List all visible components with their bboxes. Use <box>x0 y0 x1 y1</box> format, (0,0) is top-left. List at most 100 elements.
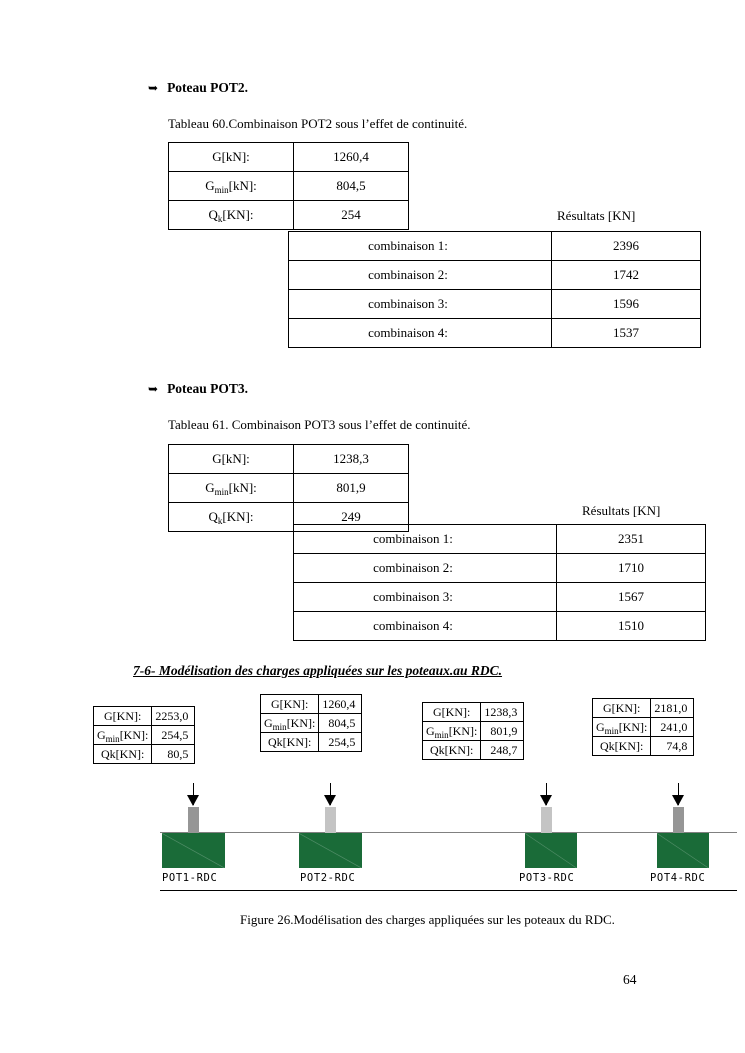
column-label-pot1: POT1-RDC <box>162 872 218 884</box>
column-block-pot1 <box>162 833 225 868</box>
combination-value: 2351 <box>556 524 706 554</box>
bullet-arrow-icon: ➥ <box>148 81 159 95</box>
load-arrow-head-pot4 <box>672 795 684 806</box>
table-row: combinaison 3: 1596 <box>288 289 701 319</box>
heading-label: Poteau POT2. <box>167 80 249 95</box>
mini-key-gmin: Gmin[KN]: <box>591 717 652 737</box>
heading-poteau-pot2: ➥ Poteau POT2. <box>148 80 248 96</box>
param-value-gmin: 804,5 <box>293 171 409 201</box>
table-row: Gmin[KN]: 241,0 <box>591 717 695 737</box>
table-row: combinaison 3: 1567 <box>293 582 706 612</box>
load-arrow-shaft-pot4 <box>678 783 679 805</box>
combination-value: 1537 <box>551 318 701 348</box>
bullet-arrow-icon: ➥ <box>148 382 159 396</box>
params-table-pot3: G[kN]: 1238,3 Gmin[kN]: 801,9 Qk[KN]: 24… <box>168 444 409 532</box>
load-bar-pot3 <box>541 807 552 833</box>
column-hatch-icon <box>299 833 362 868</box>
table-row: combinaison 1: 2351 <box>293 524 706 554</box>
combination-label: combinaison 1: <box>293 524 557 554</box>
mini-key-qk: Qk[KN]: <box>591 736 652 756</box>
param-value-qk: 254 <box>293 200 409 230</box>
section-title-7-6: 7-6- Modélisation des charges appliquées… <box>133 663 503 678</box>
mini-key-g: G[KN]: <box>259 694 320 714</box>
load-bar-pot1 <box>188 807 199 833</box>
param-key-g: G[kN]: <box>168 444 294 474</box>
results-label-pot3: Résultats [KN] <box>582 503 661 518</box>
table-row: Gmin[KN]: 254,5 <box>92 725 196 745</box>
table-row: combinaison 2: 1742 <box>288 260 701 290</box>
param-key-gmin: Gmin[kN]: <box>168 473 294 503</box>
mini-value-qk: 74,8 <box>650 736 695 756</box>
combinations-table-pot3: combinaison 1: 2351 combinaison 2: 1710 … <box>293 524 706 641</box>
mini-key-gmin: Gmin[KN]: <box>421 721 482 741</box>
load-bar-pot4 <box>673 807 684 833</box>
mini-value-gmin: 804,5 <box>318 713 363 733</box>
table-row: Qk[KN]: 254 <box>168 200 409 230</box>
column-block-pot3 <box>525 833 577 868</box>
table-row: Gmin[kN]: 804,5 <box>168 171 409 201</box>
column-block-pot4 <box>657 833 709 868</box>
column-label-pot4: POT4-RDC <box>650 872 706 884</box>
load-arrow-shaft-pot2 <box>330 783 331 805</box>
load-arrow-head-pot3 <box>540 795 552 806</box>
param-key-qk: Qk[KN]: <box>168 200 294 230</box>
table-row: G[kN]: 1260,4 <box>168 142 409 172</box>
table-row: Qk[KN]: 74,8 <box>591 736 695 756</box>
combination-label: combinaison 1: <box>288 231 552 261</box>
table-row: Gmin[KN]: 801,9 <box>421 721 525 741</box>
table-row: Qk[KN]: 254,5 <box>259 732 363 752</box>
page-number: 64 <box>623 972 637 987</box>
figure-26-model: G[KN]: 2253,0 Gmin[KN]: 254,5 Qk[KN]: 80… <box>0 690 745 905</box>
param-value-g: 1260,4 <box>293 142 409 172</box>
load-arrow-head-pot2 <box>324 795 336 806</box>
combination-value: 2396 <box>551 231 701 261</box>
mini-value-g: 1260,4 <box>318 694 363 714</box>
combination-label: combinaison 2: <box>293 553 557 583</box>
table-caption-61: Tableau 61. Combinaison POT3 sous l’effe… <box>168 417 471 432</box>
table-row: Gmin[KN]: 804,5 <box>259 713 363 733</box>
table-row: G[KN]: 2253,0 <box>92 706 196 726</box>
load-arrow-shaft-pot3 <box>546 783 547 805</box>
mini-key-g: G[KN]: <box>421 702 482 722</box>
mini-key-g: G[KN]: <box>92 706 153 726</box>
column-label-pot2: POT2-RDC <box>300 872 356 884</box>
combination-value: 1596 <box>551 289 701 319</box>
combination-label: combinaison 3: <box>288 289 552 319</box>
heading-poteau-pot3: ➥Poteau POT3. <box>148 381 248 397</box>
mini-value-qk: 248,7 <box>480 740 525 760</box>
column-label-pot3: POT3-RDC <box>519 872 575 884</box>
table-row: G[KN]: 1238,3 <box>421 702 525 722</box>
mini-value-qk: 80,5 <box>151 744 196 764</box>
param-key-qk: Qk[KN]: <box>168 502 294 532</box>
table-row: combinaison 4: 1510 <box>293 611 706 641</box>
table-caption-60: Tableau 60.Combinaison POT2 sous l’effet… <box>168 116 468 131</box>
table-row: Gmin[kN]: 801,9 <box>168 473 409 503</box>
table-row: combinaison 1: 2396 <box>288 231 701 261</box>
load-arrow-head-pot1 <box>187 795 199 806</box>
param-key-gmin: Gmin[kN]: <box>168 171 294 201</box>
combination-value: 1710 <box>556 553 706 583</box>
mini-value-g: 1238,3 <box>480 702 525 722</box>
ground-reference-line <box>160 832 737 833</box>
mini-value-gmin: 241,0 <box>650 717 695 737</box>
mini-value-g: 2253,0 <box>151 706 196 726</box>
mini-key-gmin: Gmin[KN]: <box>92 725 153 745</box>
load-arrow-shaft-pot1 <box>193 783 194 805</box>
results-label-pot2: Résultats [KN] <box>557 208 636 223</box>
mini-key-qk: Qk[KN]: <box>421 740 482 760</box>
figure-caption-26: Figure 26.Modélisation des charges appli… <box>240 912 615 927</box>
table-row: G[kN]: 1238,3 <box>168 444 409 474</box>
param-value-gmin: 801,9 <box>293 473 409 503</box>
mini-key-g: G[KN]: <box>591 698 652 718</box>
combination-value: 1567 <box>556 582 706 612</box>
mini-value-gmin: 254,5 <box>151 725 196 745</box>
combinations-table-pot2: combinaison 1: 2396 combinaison 2: 1742 … <box>288 231 701 348</box>
params-table-pot2: G[kN]: 1260,4 Gmin[kN]: 804,5 Qk[KN]: 25… <box>168 142 409 230</box>
column-hatch-icon <box>525 833 577 868</box>
mini-key-gmin: Gmin[KN]: <box>259 713 320 733</box>
table-row: combinaison 2: 1710 <box>293 553 706 583</box>
column-block-pot2 <box>299 833 362 868</box>
mini-key-qk: Qk[KN]: <box>92 744 153 764</box>
mini-table-pot4: G[KN]: 2181,0 Gmin[KN]: 241,0 Qk[KN]: 74… <box>591 698 695 756</box>
